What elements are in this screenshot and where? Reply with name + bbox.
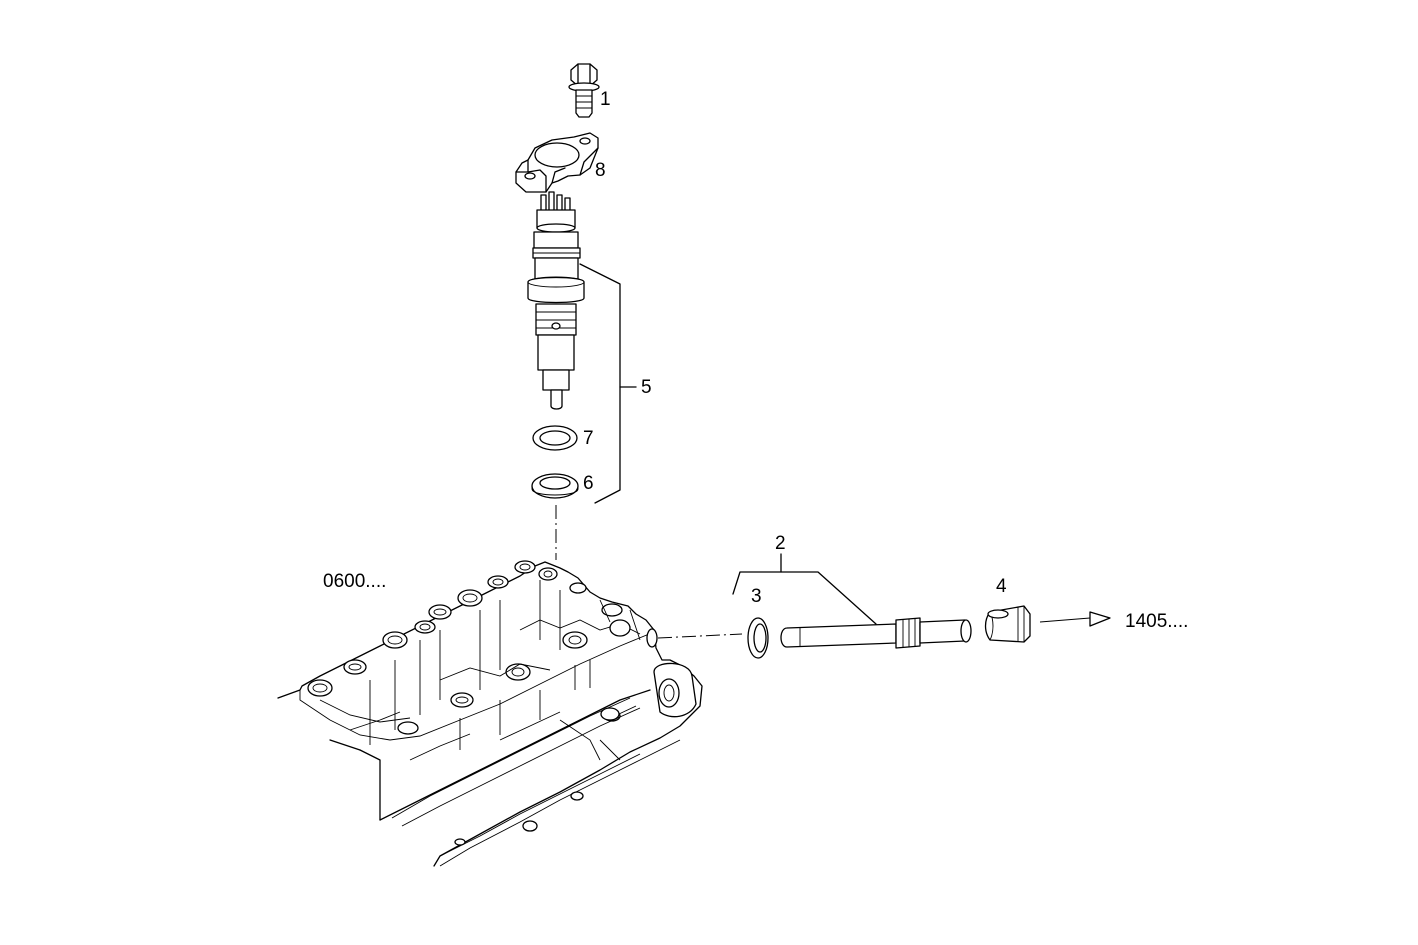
valve-bores <box>307 560 623 735</box>
fuel-line-arrow-icon <box>1089 611 1111 627</box>
callout-3: 3 <box>751 586 762 607</box>
clamp-bracket-part[interactable] <box>515 132 599 193</box>
nut-part[interactable] <box>984 605 1031 643</box>
callout-8: 8 <box>595 160 606 181</box>
washer-part[interactable] <box>531 473 579 499</box>
callout-4: 4 <box>996 576 1007 597</box>
reference-cylinder-head: 0600.... <box>323 571 386 592</box>
group-bracket-2 <box>732 571 877 625</box>
callout-6: 6 <box>583 473 594 494</box>
pressure-pipe-part[interactable] <box>780 617 972 649</box>
fuel-line-arrow-line <box>1039 617 1091 623</box>
o-ring-part[interactable] <box>747 617 769 659</box>
callout-2: 2 <box>775 533 786 554</box>
injector-part[interactable] <box>527 191 585 410</box>
callout-7: 7 <box>583 428 594 449</box>
reference-fuel-line: 1405.... <box>1125 611 1188 632</box>
bolt-part[interactable] <box>568 63 600 118</box>
seal-ring-part[interactable] <box>532 425 578 451</box>
feed-axis <box>657 633 743 639</box>
callout-5: 5 <box>641 377 652 398</box>
group-bracket-5 <box>579 263 621 504</box>
callout-1: 1 <box>600 89 611 110</box>
cylinder-head <box>277 560 703 867</box>
